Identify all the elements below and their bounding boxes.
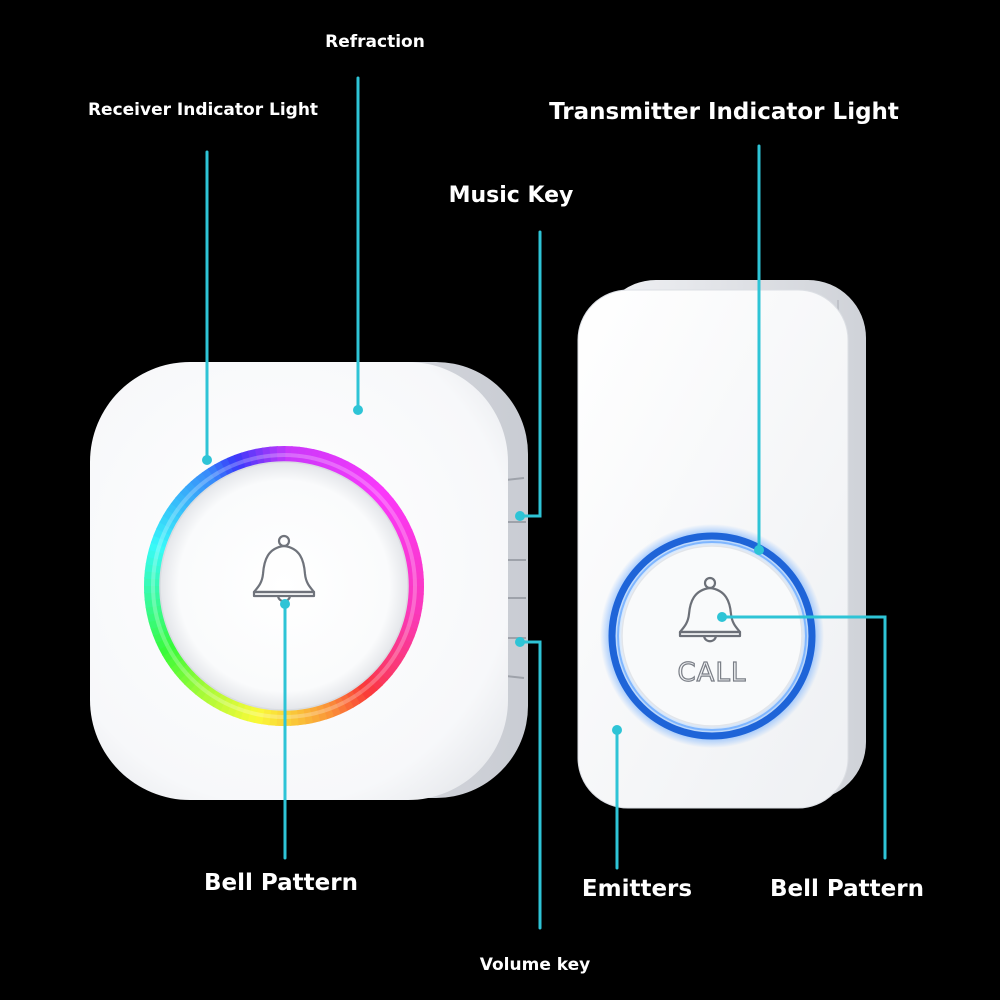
label-transmitter-indicator-light: Transmitter Indicator Light — [549, 99, 899, 125]
leader-volume-key — [520, 640, 542, 930]
receiver-indicator-ring — [143, 445, 425, 727]
leader-bell-pattern-transmitter — [720, 615, 887, 860]
label-receiver-indicator-light: Receiver Indicator Light — [87, 100, 319, 120]
leader-dots — [202, 405, 764, 735]
transmitter-indicator-ring — [608, 532, 816, 740]
label-refraction: Refraction — [325, 32, 425, 52]
leader-music-key — [520, 230, 542, 518]
bell-icon — [678, 576, 742, 643]
label-bell-pattern-receiver: Bell Pattern — [204, 870, 358, 896]
label-emitters: Emitters — [581, 876, 693, 902]
transmitter-unit: CALL — [577, 280, 866, 809]
leader-lines — [205, 76, 887, 930]
call-text: CALL — [678, 658, 747, 688]
label-music-key: Music Key — [448, 183, 574, 208]
transmitter-ring-highlight — [617, 541, 807, 731]
label-bell-pattern-transmitter: Bell Pattern — [770, 876, 924, 902]
receiver-unit — [90, 362, 528, 800]
label-volume-key: Volume key — [479, 955, 591, 975]
